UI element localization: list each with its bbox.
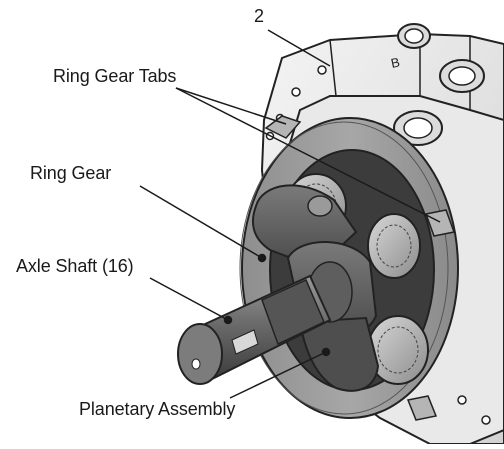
housing-ribs [287,34,471,151]
housing-port-mark: B [390,54,402,70]
callout-ring-gear: Ring Gear [30,163,112,183]
carrier-arm-lower [298,316,380,392]
carrier-pin-upper [307,195,333,217]
callout-planetary-assembly: Planetary Assembly [79,399,236,419]
leader-lines [139,29,441,399]
leader-axle-shaft [149,277,229,321]
callout-ref-number: 2 [254,6,264,26]
housing-bolt-bosses [265,65,491,425]
leader-dot-axle-shaft [223,315,233,325]
axle-shaft-keyway [231,329,259,355]
ring-gear-tab-upper [264,115,302,139]
ring-gear-face-edge [239,121,449,415]
ring-gear-tab-right [424,209,456,237]
axle-shaft-end [177,323,223,385]
callout-axle-shaft: Axle Shaft (16) [16,256,134,276]
port-lower [393,110,443,146]
leader-dot-ring-gear [257,253,267,263]
leader-planetary-assembly [229,351,327,399]
planet-gear-right [367,213,421,279]
leader-dot-planetary [321,347,331,357]
axle-shaft [177,274,332,385]
axle-shaft-end-hole [191,358,201,370]
leader-ring-gear-tabs-1 [175,87,287,125]
port-top [397,23,431,49]
leader-ring-gear-tabs-2 [175,87,441,223]
ring-gear-tab-lower [406,395,438,421]
port-middle [439,59,485,93]
axle-shaft-shoulder [261,279,325,346]
callout-ring-gear-tabs: Ring Gear Tabs [53,66,177,86]
leader-ring-gear [139,185,263,259]
leader-ref-2 [267,29,331,67]
